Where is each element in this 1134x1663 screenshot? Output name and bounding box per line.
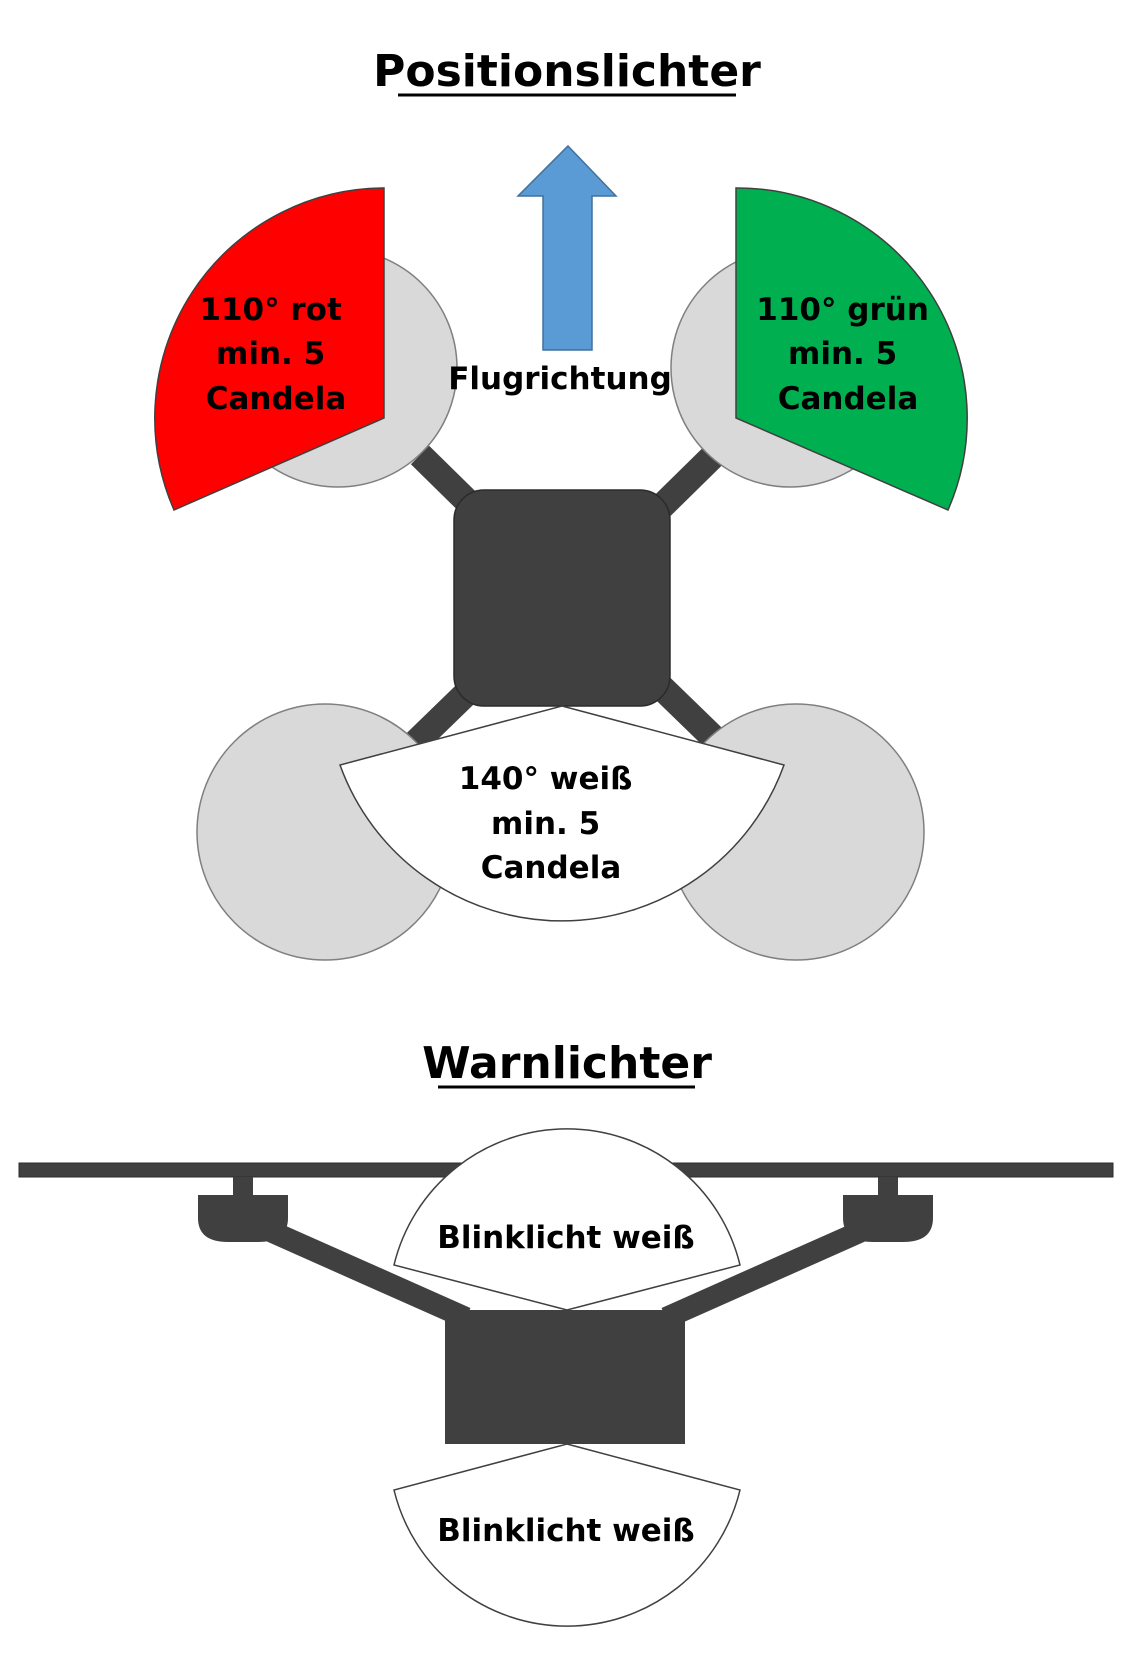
white-light-line1: 140° weiß (459, 761, 633, 797)
white-position-light-sector (339, 705, 785, 922)
green-light-line2: min. 5 (788, 336, 897, 372)
warnlichter-section: Warnlichter Blinklicht weiß Blinklicht w… (18, 1038, 1114, 1627)
bottom-beacon-label: Blinklicht weiß (437, 1513, 694, 1549)
green-light-line3: Candela (778, 381, 919, 417)
red-light-label: 110° rot min. 5 Candela (199, 292, 352, 417)
drone-body-top-view (453, 489, 671, 707)
green-light-label: 110° grün min. 5 Candela (756, 292, 939, 417)
top-beacon-sector (393, 1128, 741, 1311)
motor-right (843, 1195, 933, 1242)
red-light-line2: min. 5 (216, 336, 325, 372)
white-light-label: 140° weiß min. 5 Candela (459, 761, 643, 886)
top-beacon-label: Blinklicht weiß (437, 1220, 694, 1256)
arm-side-left (263, 1219, 471, 1329)
white-light-line2: min. 5 (491, 806, 600, 842)
flight-direction-arrow (516, 144, 618, 351)
positionslichter-section: Positionslichter 110° rot min. 5 Candela (154, 46, 968, 961)
red-position-light-sector (154, 187, 385, 511)
arm-side-right (661, 1219, 869, 1329)
motor-left (198, 1195, 288, 1242)
green-position-light-sector (735, 187, 968, 511)
rotor-shaft-left (233, 1177, 253, 1195)
drone-body-side-view (445, 1310, 685, 1444)
warnlichter-title: Warnlichter (422, 1038, 712, 1089)
bottom-beacon-sector (393, 1443, 741, 1627)
red-light-line3: Candela (206, 381, 347, 417)
flight-direction-label: Flugrichtung (448, 361, 672, 397)
rotor-shaft-right (878, 1177, 898, 1195)
red-light-line1: 110° rot (199, 292, 342, 328)
arm-front-right (646, 445, 724, 522)
positionslichter-title: Positionslichter (373, 46, 761, 97)
green-light-line1: 110° grün (756, 292, 929, 328)
white-light-line3: Candela (481, 850, 622, 886)
